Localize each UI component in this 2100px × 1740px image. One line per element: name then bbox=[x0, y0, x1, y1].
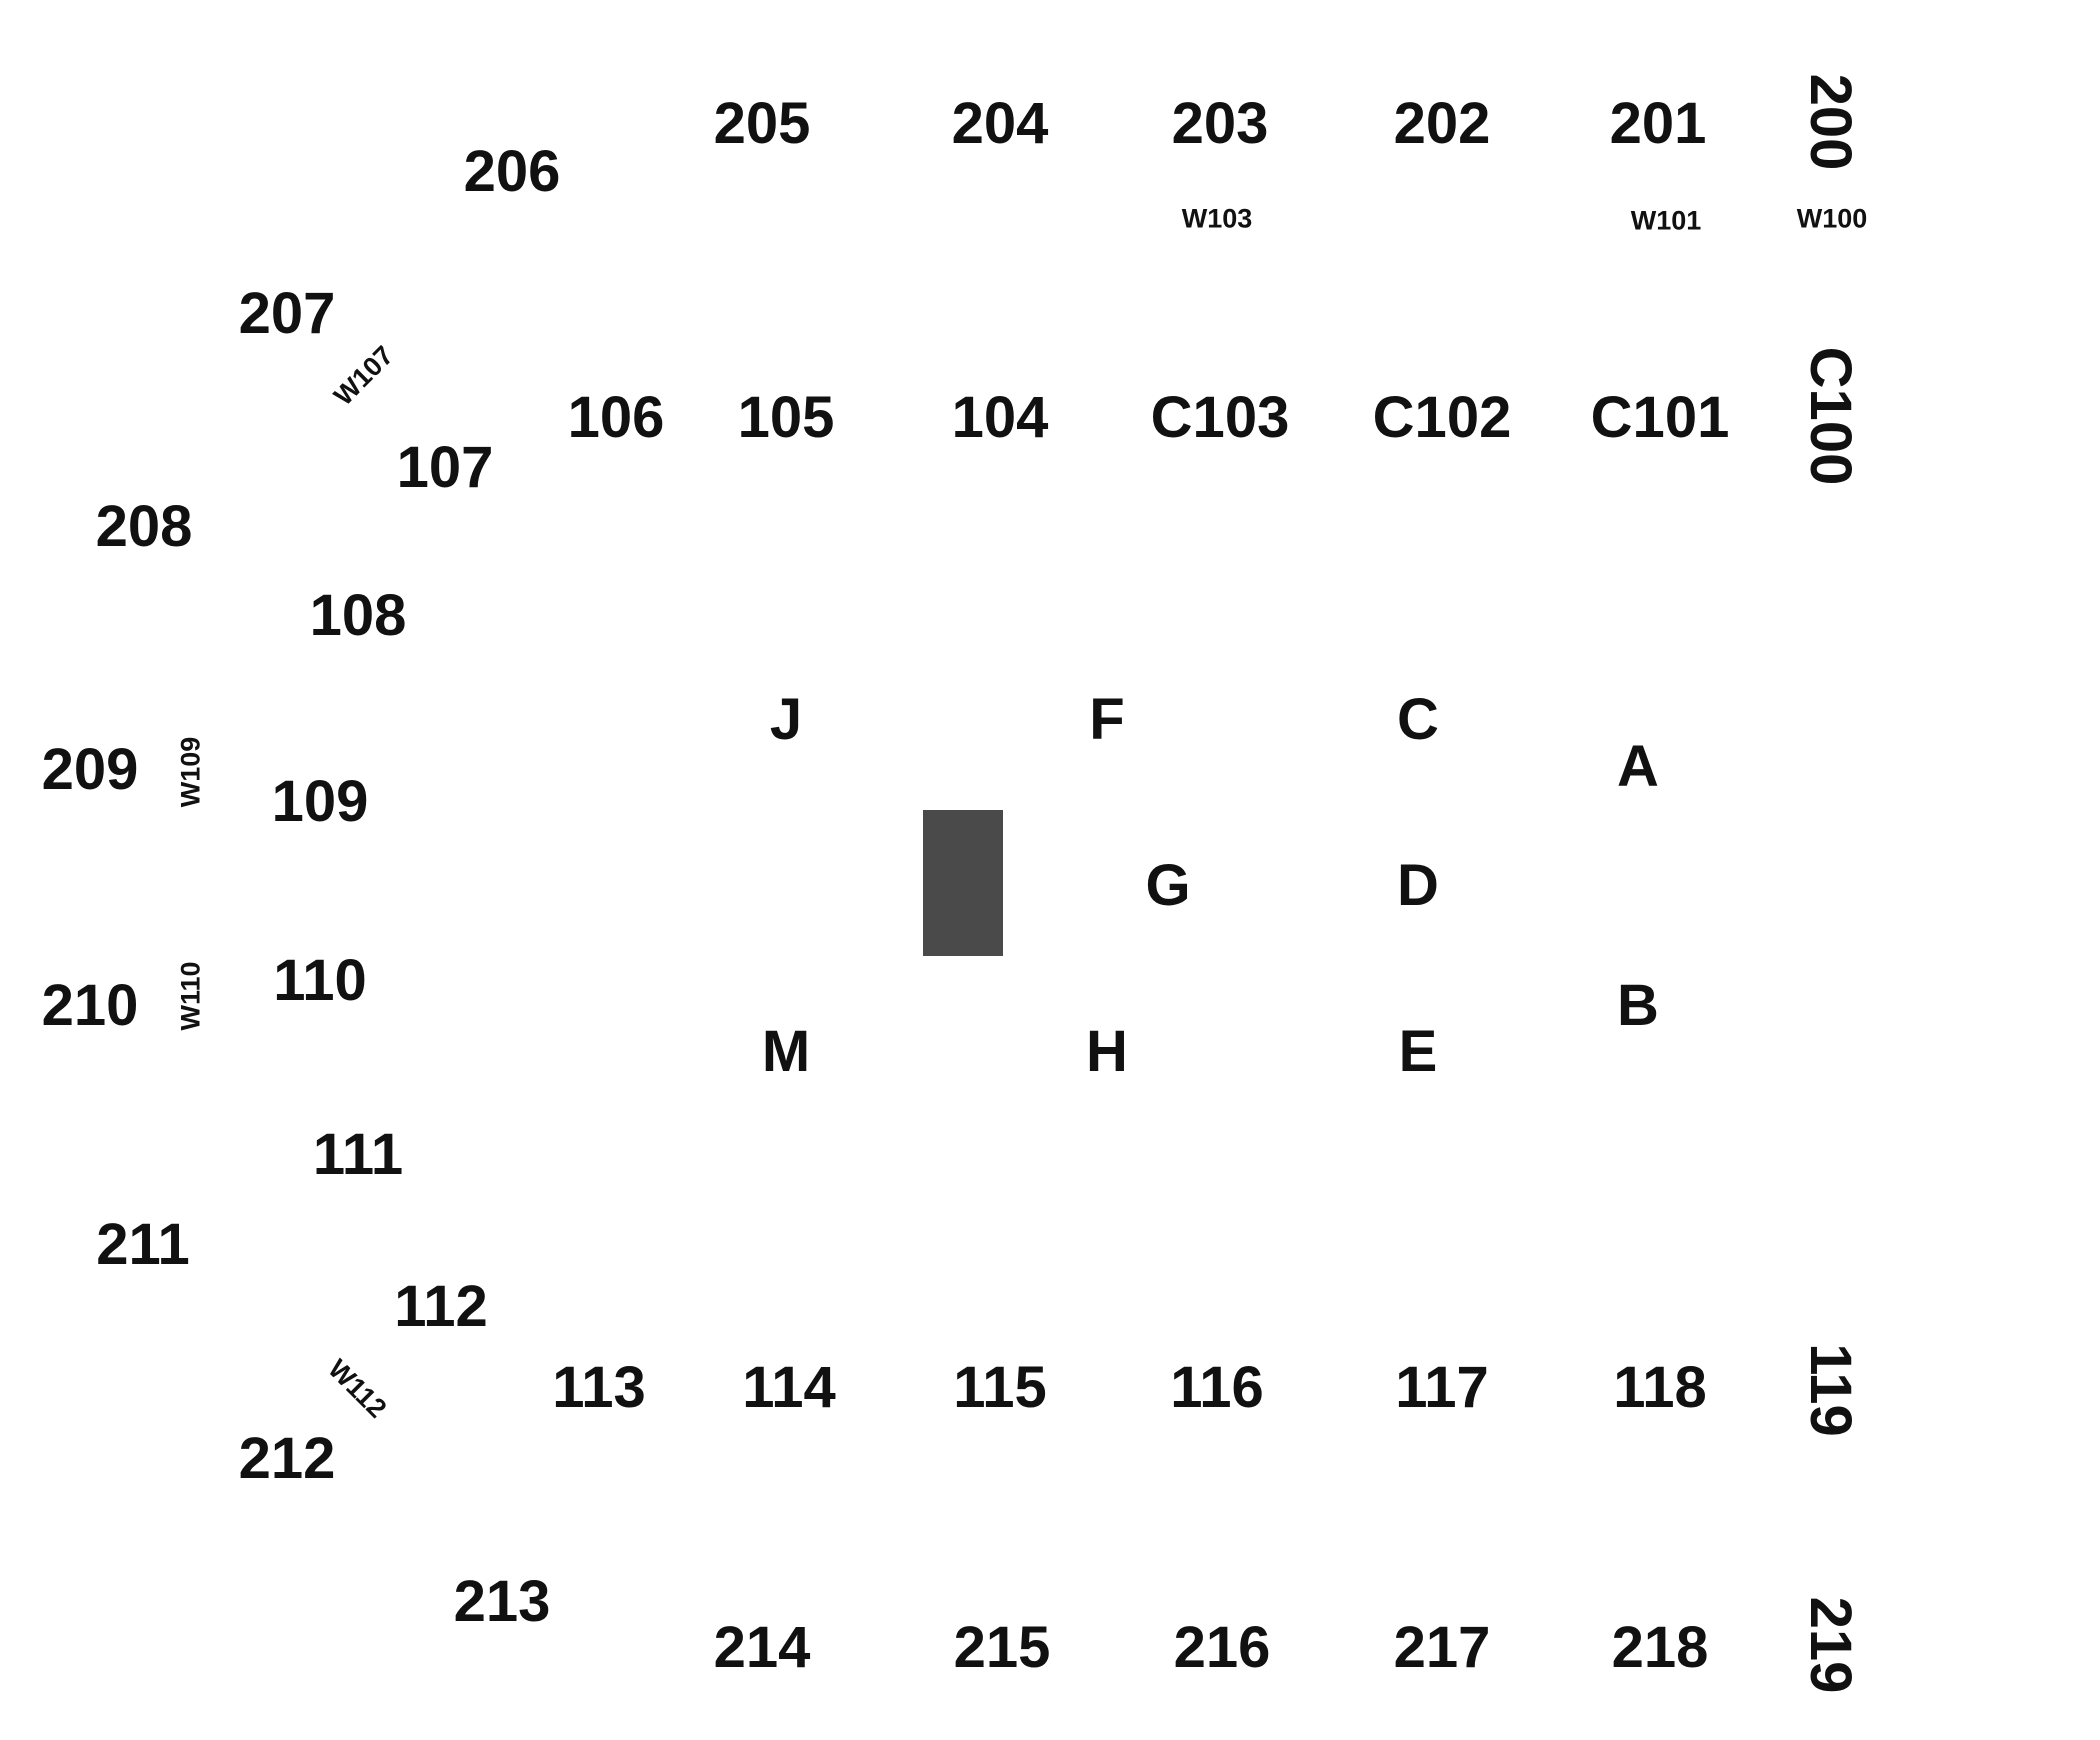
section-208[interactable]: 208 bbox=[95, 494, 193, 559]
floor-section-h[interactable]: H bbox=[1086, 1019, 1128, 1084]
wheelchair-w100: W100 bbox=[1796, 203, 1868, 234]
section-109[interactable]: 109 bbox=[271, 769, 369, 834]
floor-section-j[interactable]: J bbox=[769, 687, 803, 752]
floor-section-a[interactable]: A bbox=[1617, 734, 1659, 799]
section-219[interactable]: 219 bbox=[1798, 1596, 1863, 1694]
section-107[interactable]: 107 bbox=[396, 435, 494, 500]
section-214[interactable]: 214 bbox=[713, 1615, 811, 1680]
section-206[interactable]: 206 bbox=[463, 139, 561, 204]
floor-section-e[interactable]: E bbox=[1398, 1019, 1438, 1084]
floor-section-c[interactable]: C bbox=[1397, 687, 1439, 752]
section-119[interactable]: 119 bbox=[1798, 1343, 1863, 1437]
section-211[interactable]: 211 bbox=[96, 1212, 190, 1277]
section-113[interactable]: 113 bbox=[552, 1355, 646, 1420]
section-213[interactable]: 213 bbox=[453, 1569, 551, 1634]
section-115[interactable]: 115 bbox=[953, 1355, 1047, 1420]
section-201[interactable]: 201 bbox=[1609, 91, 1707, 156]
section-217[interactable]: 217 bbox=[1393, 1615, 1491, 1680]
wheelchair-w112: W112 bbox=[322, 1353, 393, 1424]
section-114[interactable]: 114 bbox=[742, 1355, 836, 1420]
section-207[interactable]: 207 bbox=[238, 281, 336, 346]
wheelchair-w107: W107 bbox=[328, 340, 400, 412]
section-200[interactable]: 200 bbox=[1798, 73, 1863, 171]
section-112[interactable]: 112 bbox=[394, 1274, 488, 1339]
section-209[interactable]: 209 bbox=[41, 737, 139, 802]
section-202[interactable]: 202 bbox=[1393, 91, 1491, 156]
section-111[interactable]: 111 bbox=[312, 1122, 404, 1187]
floor-section-d[interactable]: D bbox=[1397, 853, 1439, 918]
section-c101[interactable]: C101 bbox=[1590, 385, 1730, 450]
section-203[interactable]: 203 bbox=[1171, 91, 1269, 156]
section-c102[interactable]: C102 bbox=[1372, 385, 1512, 450]
wheelchair-w103: W103 bbox=[1181, 203, 1253, 234]
section-216[interactable]: 216 bbox=[1173, 1615, 1271, 1680]
section-105[interactable]: 105 bbox=[737, 385, 835, 450]
wheelchair-w101: W101 bbox=[1630, 205, 1702, 236]
floor-section-m[interactable]: M bbox=[761, 1019, 811, 1084]
stage bbox=[923, 810, 1003, 956]
floor-section-f[interactable]: F bbox=[1089, 687, 1125, 752]
section-218[interactable]: 218 bbox=[1611, 1615, 1709, 1680]
section-117[interactable]: 117 bbox=[1395, 1355, 1489, 1420]
section-204[interactable]: 204 bbox=[951, 91, 1049, 156]
section-118[interactable]: 118 bbox=[1613, 1355, 1707, 1420]
section-210[interactable]: 210 bbox=[41, 973, 139, 1038]
section-106[interactable]: 106 bbox=[567, 385, 665, 450]
section-104[interactable]: 104 bbox=[951, 385, 1049, 450]
section-212[interactable]: 212 bbox=[238, 1426, 336, 1491]
section-110[interactable]: 110 bbox=[273, 948, 367, 1013]
section-c100[interactable]: C100 bbox=[1798, 346, 1863, 486]
floor-section-b[interactable]: B bbox=[1617, 973, 1659, 1038]
wheelchair-w109: W109 bbox=[175, 736, 206, 808]
wheelchair-w110: W110 bbox=[175, 961, 206, 1031]
section-108[interactable]: 108 bbox=[309, 583, 407, 648]
section-205[interactable]: 205 bbox=[713, 91, 811, 156]
floor-section-g[interactable]: G bbox=[1145, 853, 1191, 918]
section-116[interactable]: 116 bbox=[1170, 1355, 1264, 1420]
section-215[interactable]: 215 bbox=[953, 1615, 1051, 1680]
section-c103[interactable]: C103 bbox=[1150, 385, 1290, 450]
